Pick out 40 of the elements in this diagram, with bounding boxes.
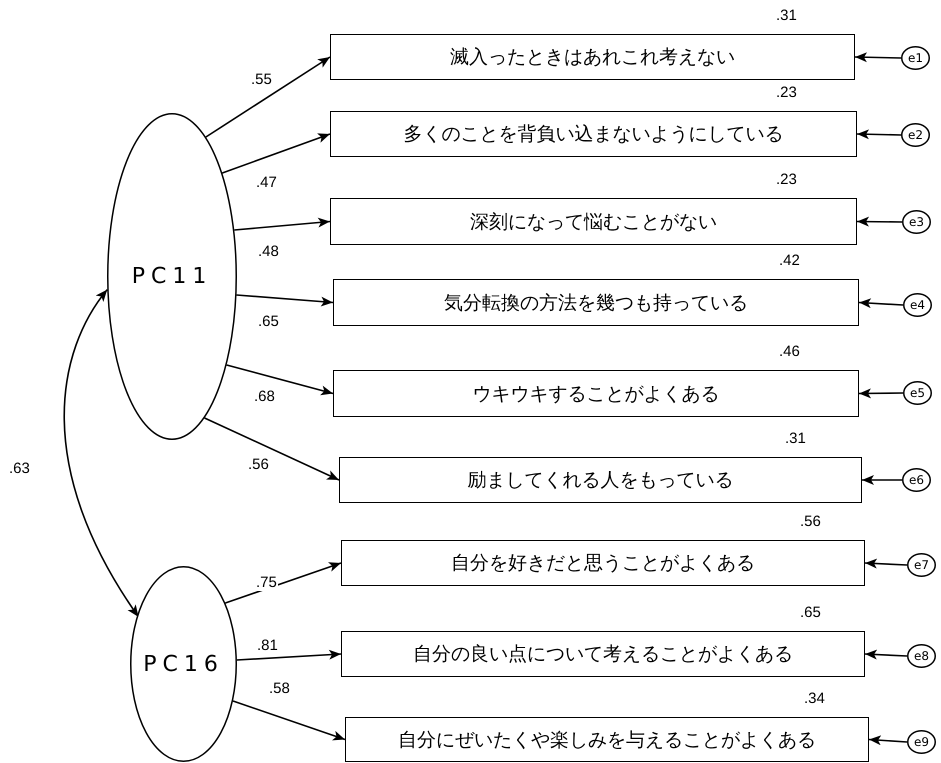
error-term-circle: e6 <box>902 468 931 492</box>
error-term-circle: e7 <box>907 553 936 577</box>
arrow <box>862 475 902 485</box>
indicator-box: 滅入ったときはあれこれ考えない <box>330 34 855 80</box>
error-term-circle: e4 <box>903 293 932 317</box>
arrow <box>868 735 908 746</box>
indicator-box: 気分転換の方法を幾つも持っている <box>333 279 859 326</box>
indicator-box: 深刻になって悩むことがない <box>330 198 857 245</box>
error-term-circle: e8 <box>907 644 936 668</box>
indicator-box: 励ましてくれる人をもっている <box>339 457 862 503</box>
arrow <box>234 218 330 231</box>
arrow <box>859 388 903 398</box>
arrow <box>232 700 346 740</box>
arrow <box>858 298 904 308</box>
error-term-circle: e2 <box>901 123 930 147</box>
arrow <box>856 129 902 140</box>
indicator-box: 自分にぜいたくや楽しみを与えることがよくある <box>345 717 869 762</box>
indicator-box: 自分の良い点について考えることがよくある <box>341 631 865 677</box>
arrow <box>225 562 342 604</box>
edge-label: .75 <box>255 575 278 591</box>
error-term-circle: e1 <box>901 46 930 70</box>
arrow <box>864 650 908 660</box>
arrow <box>857 216 902 227</box>
indicator-box: 多くのことを背負い込まないようにしている <box>330 111 857 157</box>
error-term-circle: e5 <box>903 381 932 405</box>
arrow <box>236 294 334 307</box>
arrow <box>64 289 140 618</box>
latent-variable-ellipse: PC16 <box>130 566 237 762</box>
arrow <box>204 417 340 481</box>
indicator-box: 自分を好きだと思うことがよくある <box>341 540 865 586</box>
arrow <box>864 558 908 569</box>
arrow <box>854 52 902 62</box>
error-term-circle: e3 <box>902 210 931 234</box>
indicator-box: ウキウキすることがよくある <box>333 370 859 417</box>
arrow <box>205 56 330 138</box>
error-term-circle: e9 <box>907 730 936 754</box>
arrow <box>222 133 330 174</box>
arrow <box>236 650 342 661</box>
latent-variable-ellipse: PC11 <box>107 113 237 440</box>
arrow <box>226 364 334 396</box>
